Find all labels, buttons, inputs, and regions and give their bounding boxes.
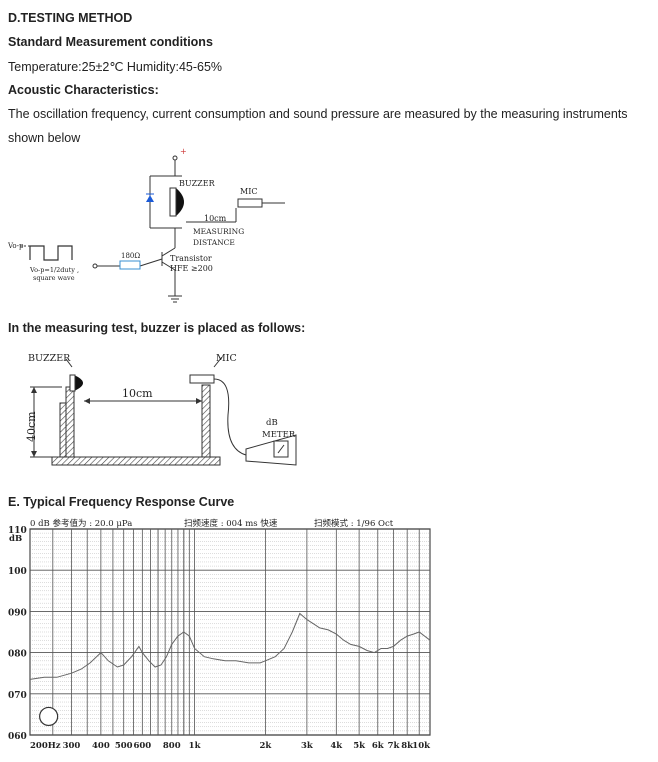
x-tick-label: 600 bbox=[133, 741, 151, 751]
vop-label: Vo-p bbox=[7, 242, 24, 250]
y-tick-label: 070 bbox=[8, 691, 27, 701]
setup-db-label: dB bbox=[266, 418, 278, 428]
acoustic-description-1: The oscillation frequency, current consu… bbox=[8, 107, 628, 121]
wave-label-1: Vo-p=1/2duty , bbox=[29, 266, 79, 274]
setup-mic-label: MIC bbox=[216, 353, 237, 364]
acoustic-heading: Acoustic Characteristics: bbox=[8, 83, 159, 97]
y-tick-label: 110 bbox=[8, 526, 27, 536]
x-tick-label: 8k bbox=[401, 741, 414, 751]
mic-label: MIC bbox=[240, 187, 257, 196]
x-tick-label: 300 bbox=[63, 741, 81, 751]
y-axis-label: dB bbox=[9, 534, 22, 544]
x-tick-label: 400 bbox=[92, 741, 110, 751]
placement-heading: In the measuring test, buzzer is placed … bbox=[8, 321, 306, 335]
std-conditions-heading: Standard Measurement conditions bbox=[8, 35, 213, 49]
measurement-circuit-diagram: + BUZZER MIC 10cm MEASURING DISTANCE 180… bbox=[7, 148, 285, 303]
x-tick-label: 1k bbox=[189, 741, 202, 751]
x-tick-label: 500 bbox=[115, 741, 133, 751]
y-tick-label: 100 bbox=[8, 567, 27, 577]
response-curve bbox=[29, 612, 431, 680]
x-tick-label: 800 bbox=[163, 741, 181, 751]
conditions-line: Temperature:25±2℃ Humidity:45-65% bbox=[8, 60, 223, 74]
chart-header-reference: 0 dB 参考值为 : 20.0 μPa bbox=[30, 518, 132, 529]
y-tick-label: 090 bbox=[8, 608, 27, 618]
x-tick-label: 200Hz bbox=[30, 741, 61, 751]
x-tick-label: 5k bbox=[353, 741, 366, 751]
y-tick-label: 060 bbox=[8, 732, 27, 742]
setup-height-label: 40cm bbox=[25, 411, 38, 442]
x-tick-label: 7k bbox=[388, 741, 401, 751]
setup-buzzer-label: BUZZER bbox=[28, 353, 71, 364]
x-tick-label: 6k bbox=[372, 741, 385, 751]
wave-label-2: square wave bbox=[33, 274, 75, 282]
x-tick-label: 4k bbox=[330, 741, 343, 751]
chart-header-sweep-speed: 扫频速度 : 004 ms 快速 bbox=[184, 518, 278, 529]
chart-header-sweep-mode: 扫频模式 : 1/96 Oct bbox=[314, 518, 394, 529]
setup-distance-label: 10cm bbox=[122, 387, 153, 400]
plus-terminal: + bbox=[180, 148, 187, 156]
curve-title: E. Typical Frequency Response Curve bbox=[8, 495, 235, 509]
buzzer-label: BUZZER bbox=[179, 179, 216, 188]
resistor-label: 180Ω bbox=[121, 252, 140, 260]
distance-label: 10cm bbox=[204, 214, 227, 223]
x-tick-label: 3k bbox=[301, 741, 314, 751]
acoustic-description-2: shown below bbox=[8, 131, 81, 145]
section-title-testing-method: D.TESTING METHOD bbox=[8, 11, 133, 25]
x-tick-label: 2k bbox=[260, 741, 273, 751]
hfe-label: HFE ≥200 bbox=[170, 264, 213, 273]
y-tick-label: 080 bbox=[8, 650, 27, 660]
x-tick-label: 10k bbox=[412, 741, 431, 751]
setup-meter-label: METER bbox=[262, 430, 296, 440]
distance-word-label: DISTANCE bbox=[193, 238, 235, 247]
measuring-label: MEASURING bbox=[193, 227, 244, 236]
certification-logo bbox=[39, 706, 59, 727]
test-setup-diagram: BUZZER MIC 10cm 40cm dB METER bbox=[25, 353, 297, 466]
transistor-label: Transistor bbox=[170, 254, 212, 263]
